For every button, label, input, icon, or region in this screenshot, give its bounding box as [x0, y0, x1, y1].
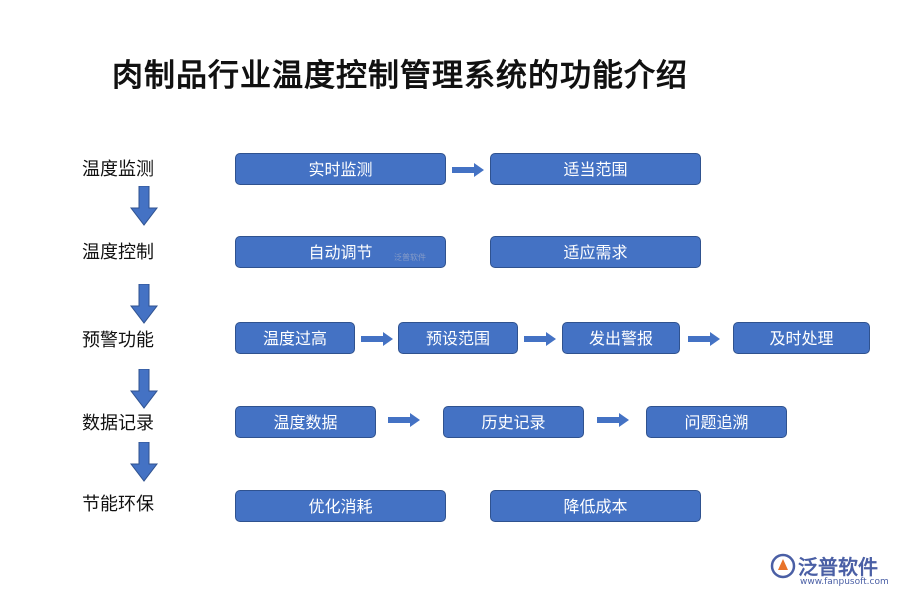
right-arrow-icon — [452, 163, 484, 177]
page-title: 肉制品行业温度控制管理系统的功能介绍 — [112, 58, 688, 94]
right-arrow-icon — [388, 413, 420, 427]
box-problem-tracing: 问题追溯 — [646, 406, 787, 438]
brand-name: 泛普软件 — [798, 555, 878, 579]
box-realtime-monitoring: 实时监测 — [235, 153, 446, 185]
box-temperature-too-high: 温度过高 — [235, 322, 355, 354]
down-arrow-icon — [130, 284, 158, 324]
brand-url: www.fanpusoft.com — [800, 577, 889, 587]
stage-label-temperature-monitoring: 温度监测 — [82, 159, 154, 180]
right-arrow-icon — [688, 332, 720, 346]
right-arrow-icon — [597, 413, 629, 427]
stage-label-warning: 预警功能 — [82, 330, 154, 351]
brand-watermark: 泛普软件 www.fanpusoft.com — [768, 549, 893, 597]
box-optimize-consumption: 优化消耗 — [235, 490, 446, 522]
box-temperature-data: 温度数据 — [235, 406, 376, 438]
down-arrow-icon — [130, 369, 158, 409]
box-preset-range: 预设范围 — [398, 322, 518, 354]
stage-label-data-recording: 数据记录 — [82, 413, 154, 434]
right-arrow-icon — [524, 332, 556, 346]
box-adapt-demand: 适应需求 — [490, 236, 701, 268]
box-auto-adjust: 自动调节 — [235, 236, 446, 268]
stage-label-temperature-control: 温度控制 — [82, 242, 154, 263]
box-timely-handling: 及时处理 — [733, 322, 870, 354]
watermark-small: 泛普软件 — [394, 253, 426, 262]
down-arrow-icon — [130, 186, 158, 226]
box-history-records: 历史记录 — [443, 406, 584, 438]
brand-logo-icon — [770, 553, 796, 579]
stage-label-energy-saving: 节能环保 — [82, 494, 154, 515]
right-arrow-icon — [361, 332, 393, 346]
box-issue-alarm: 发出警报 — [562, 322, 680, 354]
box-appropriate-range: 适当范围 — [490, 153, 701, 185]
down-arrow-icon — [130, 442, 158, 482]
box-reduce-cost: 降低成本 — [490, 490, 701, 522]
